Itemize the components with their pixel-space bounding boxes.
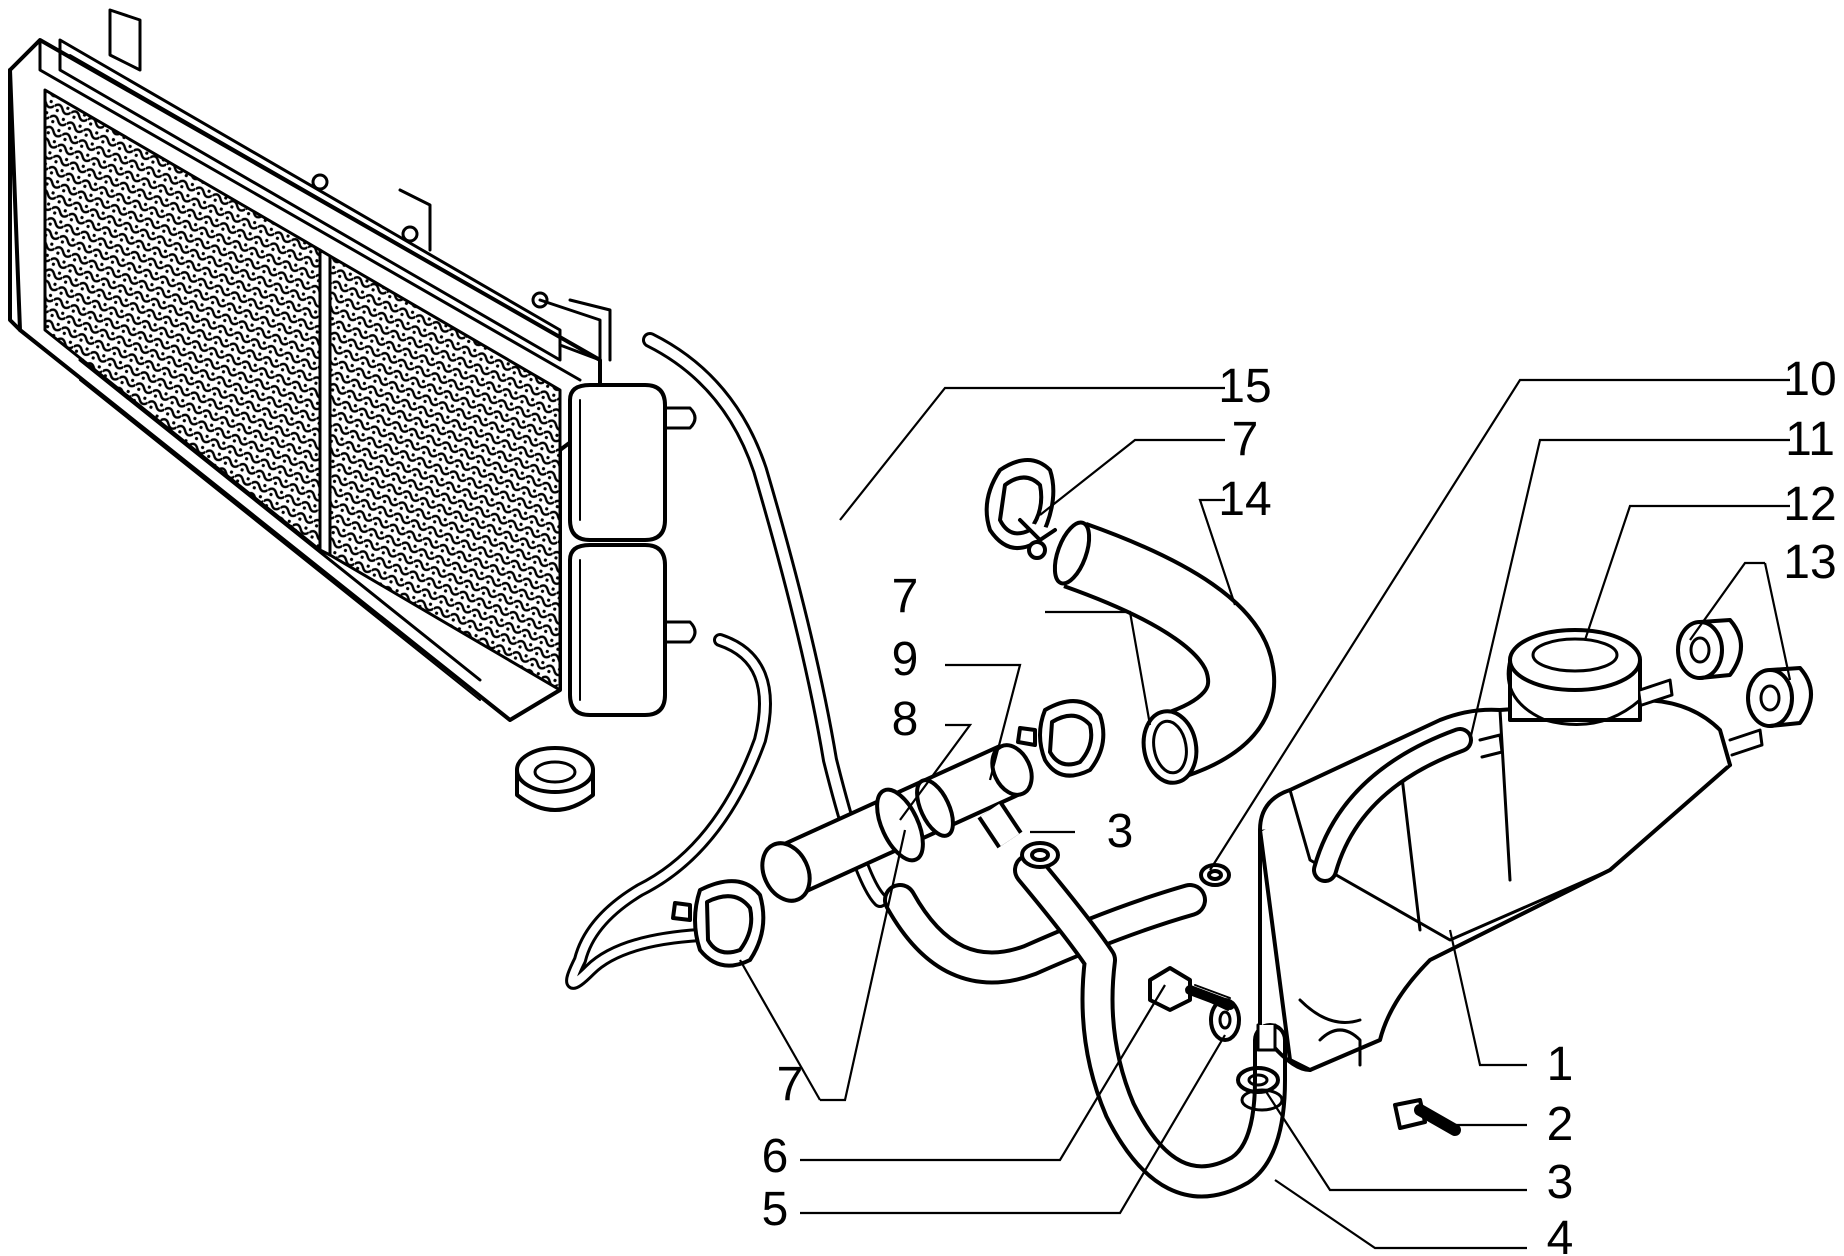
clamp-3-lower — [1236, 1066, 1284, 1112]
callout-labels: 15 7 14 7 9 8 3 10 11 12 13 1 2 3 4 5 6 … — [762, 353, 1837, 1256]
leader-lines — [739, 378, 1792, 1250]
callout-12: 12 — [1783, 478, 1836, 531]
callout-6: 6 — [762, 1130, 789, 1183]
callout-11: 11 — [1785, 413, 1835, 466]
expansion-tank — [1256, 628, 1764, 1072]
callout-10: 10 — [1783, 353, 1836, 406]
hose-clamps — [671, 458, 1231, 968]
clamp-3-upper — [1020, 841, 1060, 869]
rubber-mount-left — [1676, 618, 1743, 680]
callout-2: 2 — [1547, 1098, 1574, 1151]
small-hardware — [1148, 966, 1461, 1136]
radiator — [8, 8, 697, 812]
clamp-10 — [1199, 863, 1231, 887]
rubber-mount-right — [1746, 666, 1813, 728]
clamp-top — [984, 458, 1057, 560]
callout-14: 14 — [1218, 473, 1271, 526]
rubber-mounts — [1676, 618, 1813, 728]
callout-5: 5 — [762, 1183, 789, 1236]
screw-2 — [1393, 1098, 1461, 1136]
callout-13: 13 — [1783, 536, 1836, 589]
bolt-6 — [1148, 966, 1235, 1012]
callout-3-lower: 3 — [1547, 1156, 1574, 1209]
callout-9: 9 — [892, 633, 919, 686]
callout-8: 8 — [892, 693, 919, 746]
washer-5 — [1209, 998, 1241, 1042]
callout-7-bottom: 7 — [777, 1058, 804, 1111]
callout-7-middle: 7 — [892, 570, 919, 623]
clamp-middle — [1016, 699, 1106, 778]
callout-7-top: 7 — [1232, 413, 1259, 466]
hoses — [565, 332, 1287, 1199]
clamp-lower — [671, 879, 766, 968]
callout-1: 1 — [1547, 1038, 1574, 1091]
callout-15: 15 — [1218, 360, 1271, 413]
callout-3-upper: 3 — [1107, 805, 1134, 858]
callout-4: 4 — [1547, 1212, 1574, 1256]
